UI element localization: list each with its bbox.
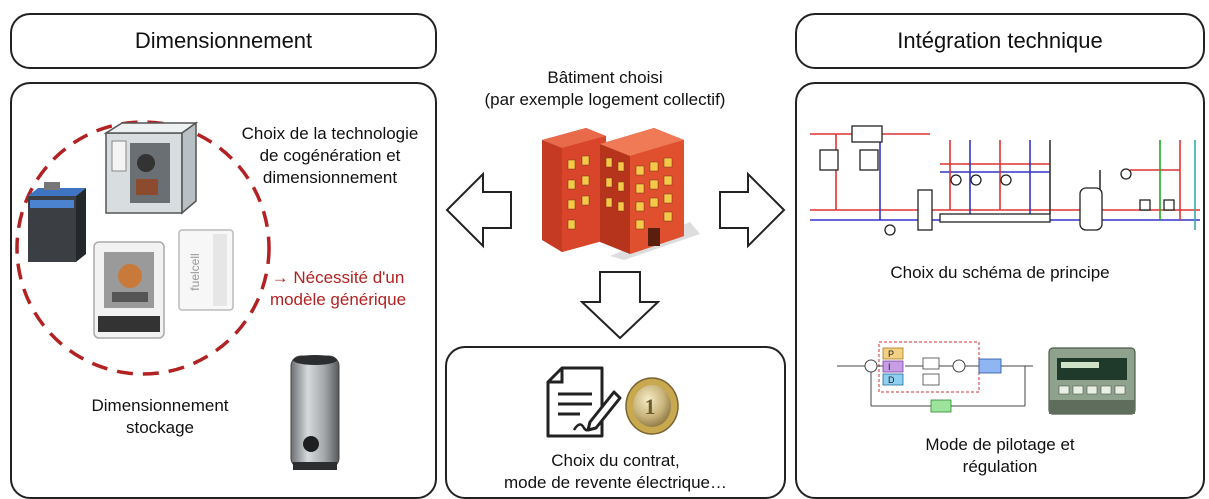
arrow-down-icon <box>579 271 661 340</box>
right-panel-title: Intégration technique <box>897 28 1103 53</box>
storage-tank-image <box>290 355 340 470</box>
building-label-line-2: (par exemple logement collectif) <box>484 90 726 109</box>
arrow-right-icon <box>719 171 786 249</box>
pid-control-diagram: P I D <box>837 341 1033 413</box>
arrow-left-icon <box>445 171 512 249</box>
boiler-image <box>28 182 86 262</box>
euro-coin-icon: 1 <box>625 377 679 435</box>
controller-device-image <box>1048 347 1136 415</box>
left-title-box <box>10 13 437 69</box>
svg-text:1: 1 <box>645 394 656 419</box>
hydraulic-schematic-image <box>810 125 1200 236</box>
building-icon <box>542 128 700 260</box>
storage-line-1: Dimensionnement <box>91 396 229 415</box>
storage-line-2: stockage <box>125 418 195 437</box>
contract-label-line-2: mode de revente électrique… <box>503 473 728 492</box>
fuelcell-unit-image: fuelcell <box>178 229 234 311</box>
schema-label: Choix du schéma de principe <box>890 263 1110 282</box>
left-panel-title: Dimensionnement <box>134 28 313 53</box>
pid-d-label: D <box>888 375 895 385</box>
tech-choice-line-3: dimensionnement <box>262 168 398 187</box>
right-title-box <box>795 13 1205 69</box>
tech-choice-line-2: de cogénération et <box>259 146 401 165</box>
control-mode-line-1: Mode de pilotage et <box>925 435 1075 454</box>
generic-model-line-1: → Nécessité d'un <box>271 268 405 287</box>
pid-i-label: I <box>888 362 891 372</box>
tech-choice-line-1: Choix de la technologie <box>241 124 419 143</box>
pid-p-label: P <box>888 349 894 359</box>
contract-label-line-1: Choix du contrat, <box>551 451 680 470</box>
cogeneration-unit-image <box>103 121 199 215</box>
contract-document-icon <box>546 366 622 438</box>
stirling-unit-image <box>93 241 165 339</box>
control-mode-line-2: régulation <box>962 457 1038 476</box>
contract-box <box>445 346 786 499</box>
fuelcell-brand-label: fuelcell <box>188 253 202 290</box>
building-label-line-1: Bâtiment choisi <box>547 68 663 87</box>
generic-model-line-2: modèle générique <box>269 290 407 309</box>
